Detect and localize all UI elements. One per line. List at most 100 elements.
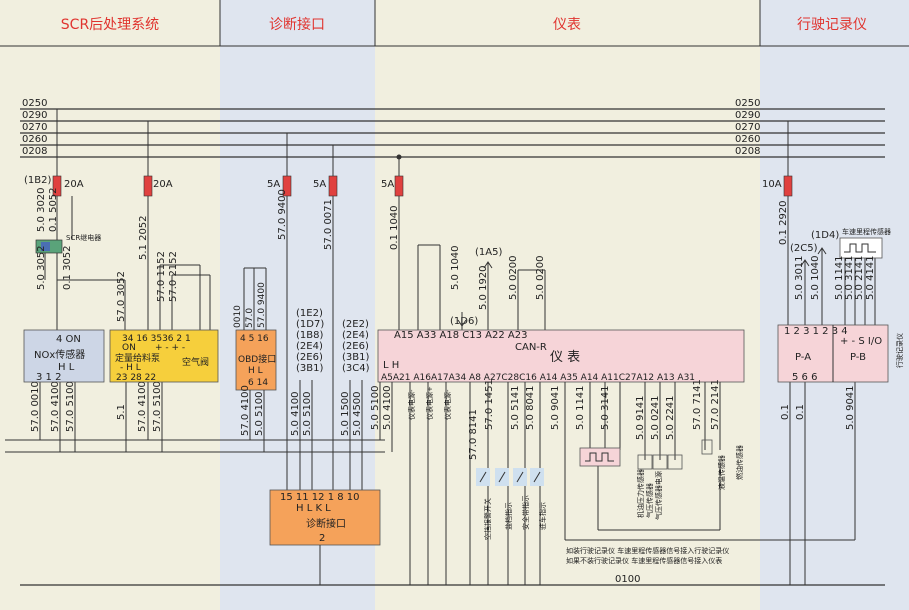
meter-top-wiring (417, 244, 546, 330)
bus-label: 0270 (22, 122, 47, 133)
svg-text:57.0 5100: 57.0 5100 (65, 381, 76, 432)
obd-name: OBD接口 (238, 353, 276, 365)
rec-sig: + - S I/O (840, 336, 882, 347)
section-title-diag: 诊断接口 (269, 16, 325, 33)
fuse-rating: 5A (313, 179, 326, 190)
bus-label: 0260 (735, 134, 760, 145)
ref-label: (3C4) (342, 363, 370, 374)
svg-text:气压传感器电源: 气压传感器电源 (654, 471, 663, 520)
svg-text:5.0 2141: 5.0 2141 (854, 255, 865, 300)
obd-pins-top: 4 5 16 (240, 334, 269, 344)
meter-top-labels: 0.1 1040 5.0 1040 5.0 1920 5.0 0200 5.0 … (389, 205, 546, 310)
meter-can: CAN-R (515, 342, 547, 353)
nox-sensor: 4 ON NOx传感器 H L 3 1 2 (23, 329, 105, 383)
svg-text:0.1 2920: 0.1 2920 (778, 200, 789, 245)
ref-label: (1D7) (296, 319, 324, 330)
svg-text:5.0 1500: 5.0 1500 (340, 391, 351, 436)
ref-label: (1B8) (296, 330, 323, 341)
svg-text:仪表电源-: 仪表电源- (407, 389, 416, 420)
relay-label: SCR继电器 (66, 233, 101, 242)
bus-label: 0270 (735, 122, 760, 133)
bus-label: 0208 (22, 146, 47, 157)
fuses: 20A 20A 5A 5A 5A 10A (52, 175, 793, 197)
svg-text:57.0: 57.0 (245, 308, 255, 328)
svg-text:0.1: 0.1 (780, 404, 791, 420)
rec-pins-top: 1 2 3 1 2 3 4 (784, 326, 848, 337)
bus-label: 0260 (22, 134, 47, 145)
section-bg-scr (0, 0, 220, 610)
svg-text:5.0 5100: 5.0 5100 (254, 391, 265, 436)
resistor-icon (701, 439, 713, 455)
fuse-icon (394, 175, 404, 197)
svg-text:0010: 0010 (233, 305, 243, 328)
svg-text:57.0 3052: 57.0 3052 (116, 271, 127, 322)
rec-pb: P-B (850, 352, 866, 363)
note-2: 如果不装行驶记录仪 车速里程传感器信号接入仪表 (566, 556, 722, 565)
svg-text:0.1 3052: 0.1 3052 (62, 245, 73, 290)
obd-wiring (243, 267, 363, 490)
resistor-icon (637, 454, 653, 470)
svg-text:5.0 5100: 5.0 5100 (302, 391, 313, 436)
fuse-icon (143, 175, 153, 197)
meter-pins-top: A15 A33 A18 C13 A22 A23 (394, 330, 527, 341)
svg-text:5.0 3141: 5.0 3141 (600, 385, 611, 430)
pump-pins-bot: 23 28 22 (116, 373, 156, 383)
svg-text:57.0 0071: 57.0 0071 (323, 199, 334, 250)
nox-pins-bot: 3 1 2 (36, 372, 61, 383)
obd-pins-bot: 6 14 (248, 378, 268, 388)
svg-text:57.0 7141: 57.0 7141 (692, 379, 703, 430)
svg-text:5.0 3052: 5.0 3052 (36, 245, 47, 290)
bus-label: 0290 (22, 110, 47, 121)
scr-wire-labels: 5.0 3020 0.1 5052 5.0 3052 0.1 3052 57.0… (30, 187, 179, 432)
valve-name: 空气阀 (182, 356, 209, 368)
svg-text:5.0 9041: 5.0 9041 (550, 385, 561, 430)
svg-text:5.0 1141: 5.0 1141 (575, 385, 586, 430)
urea-pump: 34 16 3536 2 1 ON + - + - 定量给料泵 空气阀 - H … (109, 329, 219, 383)
switch-icons (476, 468, 544, 486)
section-title-rec: 行驶记录仪 (797, 17, 867, 33)
svg-text:空挡报警开关: 空挡报警开关 (483, 498, 492, 540)
recorder-wiring (789, 247, 876, 585)
svg-text:5.0 5100: 5.0 5100 (370, 385, 381, 430)
bus-label: 0208 (735, 146, 760, 157)
instrument-cluster: A15 A33 A18 C13 A22 A23 CAN-R L H 仪 表 A5… (377, 329, 745, 383)
ref-label: (2E4) (296, 341, 323, 352)
svg-text:57.0 9400: 57.0 9400 (257, 282, 267, 328)
recorder-labels: 0.1 2920 5.0 3011 5.0 1040 5.0 1141 5.0 … (778, 200, 876, 430)
diag-pins: 15 11 12 1 8 10 (280, 492, 360, 503)
svg-text:57.0 5100: 57.0 5100 (152, 381, 163, 432)
svg-text:5.0 4500: 5.0 4500 (352, 391, 363, 436)
junction-dot (396, 154, 402, 160)
relay-coil-icon (41, 242, 50, 251)
svg-text:0.1 1040: 0.1 1040 (389, 205, 400, 250)
svg-text:盐档指示: 盐档指示 (504, 502, 513, 530)
ref-label: (1D6) (450, 316, 478, 327)
svg-text:5.0 4100: 5.0 4100 (382, 385, 393, 430)
svg-text:5.0 3020: 5.0 3020 (36, 187, 47, 232)
svg-text:0.1 5052: 0.1 5052 (48, 187, 59, 232)
fuse-rating: 20A (64, 179, 84, 190)
section-title-scr: SCR后处理系统 (61, 17, 159, 33)
svg-text:5.0 0241: 5.0 0241 (650, 395, 661, 440)
ref-label: (1A5) (475, 247, 502, 258)
power-buses: 0250 0290 0270 0260 0208 0250 0290 0270 … (20, 98, 885, 158)
meter-bottom-wiring (379, 382, 855, 585)
svg-text:5.1: 5.1 (116, 404, 127, 420)
svg-text:5.0 4100: 5.0 4100 (290, 391, 301, 436)
pump-sym: + - + - (155, 343, 185, 353)
svg-text:57.0 0010: 57.0 0010 (30, 381, 41, 432)
ref-label: (1D4) (811, 230, 839, 241)
svg-text:57.0 1152: 57.0 1152 (156, 251, 167, 302)
ref-label: (2C5) (790, 243, 818, 254)
pump-pins-top: 34 16 3536 2 1 (122, 334, 191, 344)
svg-text:燃油传感器: 燃油传感器 (735, 445, 744, 480)
meter-name: 仪 表 (550, 350, 580, 365)
section-bg-rec (760, 0, 909, 610)
fuse-rating: 5A (267, 179, 280, 190)
bus-label: 0250 (735, 98, 760, 109)
svg-text:仪表电源+: 仪表电源+ (425, 386, 434, 420)
ref-label: (2E4) (342, 330, 369, 341)
rec-pa: P-A (795, 352, 811, 363)
fuse-icon (783, 175, 793, 197)
obd-wire-labels: 0010 57.0 57.0 9400 57.0 9400 57.0 0071 … (233, 189, 363, 436)
